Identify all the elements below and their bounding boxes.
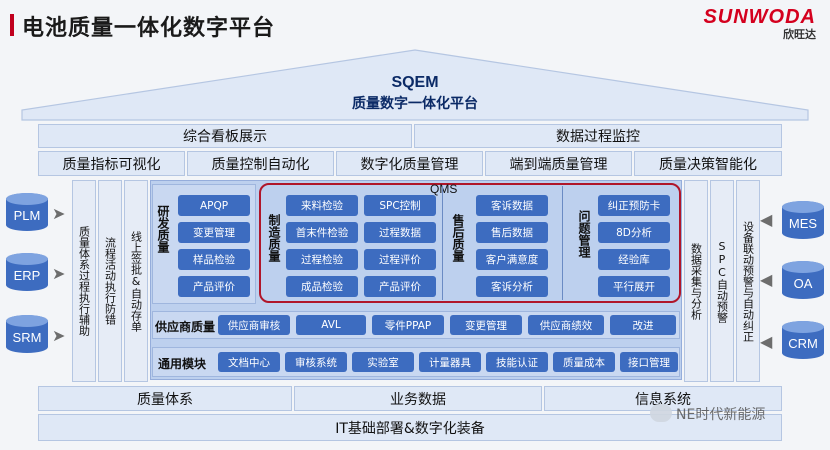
after-sales-item[interactable]: 客诉分析 bbox=[476, 276, 548, 297]
after-sales-item[interactable]: 客户满意度 bbox=[476, 249, 548, 270]
after-sales-item[interactable]: 客诉数据 bbox=[476, 195, 548, 216]
rd-item[interactable]: 样品检验 bbox=[178, 249, 250, 270]
capability-item: 质量决策智能化 bbox=[634, 151, 782, 176]
rd-item[interactable]: 变更管理 bbox=[178, 222, 250, 243]
foundation-item: 质量体系 bbox=[38, 386, 292, 411]
general-module-label: 通用模块 bbox=[158, 357, 207, 371]
manufacturing-item[interactable]: 首末件检验 bbox=[286, 222, 358, 243]
foundation-item: 业务数据 bbox=[294, 386, 542, 411]
rd-quality-label: 研发质量 bbox=[156, 205, 170, 253]
qms-frame bbox=[259, 183, 681, 303]
arrow-left-icon: ◀ bbox=[760, 332, 773, 351]
left-column-label: 线上签批&自动存单 bbox=[129, 230, 143, 332]
rd-item[interactable]: APQP bbox=[178, 195, 250, 216]
left-column: 流程活动执行防错 bbox=[98, 180, 122, 382]
database-icon bbox=[6, 253, 48, 291]
title-accent-bar bbox=[10, 14, 14, 36]
arrow-left-icon: ◀ bbox=[760, 210, 773, 229]
system-erp: ERP bbox=[13, 267, 41, 283]
top-panel-dashboard: 综合看板展示 bbox=[38, 124, 412, 148]
system-mes: MES bbox=[788, 215, 818, 231]
right-column-label: SPC自动预警 bbox=[715, 239, 729, 323]
after-sales-label: 售后质量 bbox=[451, 214, 465, 262]
brand-logo: SUNWODA 欣旺达 bbox=[703, 6, 816, 42]
capability-item: 质量控制自动化 bbox=[187, 151, 334, 176]
top-panel-monitoring: 数据过程监控 bbox=[414, 124, 782, 148]
divider bbox=[442, 186, 443, 300]
rd-item[interactable]: 产品评价 bbox=[178, 276, 250, 297]
database-icon bbox=[782, 261, 824, 299]
system-crm: CRM bbox=[788, 335, 818, 351]
supplier-item[interactable]: 供应商绩效 bbox=[528, 315, 604, 335]
arrow-right-icon: ➤ bbox=[52, 264, 66, 283]
right-column: 数据采集与分析 bbox=[684, 180, 708, 382]
database-icon bbox=[782, 201, 824, 239]
problem-item[interactable]: 平行展开 bbox=[598, 276, 670, 297]
qms-label: QMS bbox=[430, 182, 458, 196]
right-column: SPC自动预警 bbox=[710, 180, 734, 382]
arrow-right-icon: ➤ bbox=[52, 204, 66, 223]
left-column-label: 流程活动执行防错 bbox=[103, 237, 117, 325]
arrow-left-icon: ◀ bbox=[760, 270, 773, 289]
supplier-item[interactable]: 变更管理 bbox=[450, 315, 522, 335]
watermark-text: NE时代新能源 bbox=[676, 407, 766, 423]
manufacturing-item[interactable]: 过程检验 bbox=[286, 249, 358, 270]
general-item[interactable]: 接口管理 bbox=[620, 352, 678, 372]
brand-name-cn: 欣旺达 bbox=[783, 28, 816, 41]
system-oa: OA bbox=[793, 275, 813, 291]
manufacturing-item[interactable]: 成品检验 bbox=[286, 276, 358, 297]
arrow-right-icon: ➤ bbox=[52, 326, 66, 345]
right-column-label: 设备联动预警与自动纠正 bbox=[741, 220, 755, 342]
manufacturing-item[interactable]: 过程数据 bbox=[364, 222, 436, 243]
problem-item[interactable]: 经验库 bbox=[598, 249, 670, 270]
right-column-label: 数据采集与分析 bbox=[689, 242, 703, 320]
it-foundation: IT基础部署&数字化装备 bbox=[38, 414, 782, 441]
supplier-item[interactable]: 供应商审核 bbox=[218, 315, 290, 335]
problem-management-label: 问题管理 bbox=[577, 210, 591, 258]
system-srm: SRM bbox=[12, 329, 42, 345]
capability-item: 端到端质量管理 bbox=[485, 151, 632, 176]
page-title: 电池质量一体化数字平台 bbox=[22, 16, 276, 41]
supplier-quality-label: 供应商质量 bbox=[155, 320, 216, 334]
divider bbox=[562, 186, 563, 300]
manufacturing-item[interactable]: 产品评价 bbox=[364, 276, 436, 297]
database-icon bbox=[6, 193, 48, 231]
general-item[interactable]: 质量成本 bbox=[553, 352, 615, 372]
manufacturing-item[interactable]: 来料检验 bbox=[286, 195, 358, 216]
general-item[interactable]: 计量器具 bbox=[419, 352, 481, 372]
left-column: 质量体系过程执行辅助 bbox=[72, 180, 96, 382]
general-item[interactable]: 实验室 bbox=[352, 352, 414, 372]
manufacturing-label: 制造质量 bbox=[267, 214, 281, 262]
general-item[interactable]: 技能认证 bbox=[486, 352, 548, 372]
general-item[interactable]: 文档中心 bbox=[218, 352, 280, 372]
problem-item[interactable]: 纠正预防卡 bbox=[598, 195, 670, 216]
database-icon bbox=[6, 315, 48, 353]
supplier-item[interactable]: 零件PPAP bbox=[372, 315, 444, 335]
left-column: 线上签批&自动存单 bbox=[124, 180, 148, 382]
system-plm: PLM bbox=[13, 207, 41, 223]
manufacturing-item[interactable]: 过程评价 bbox=[364, 249, 436, 270]
left-column-label: 质量体系过程执行辅助 bbox=[77, 226, 91, 336]
capability-item: 数字化质量管理 bbox=[336, 151, 483, 176]
roof-shape bbox=[21, 49, 809, 121]
manufacturing-item[interactable]: SPC控制 bbox=[364, 195, 436, 216]
supplier-item[interactable]: AVL bbox=[296, 315, 366, 335]
supplier-item[interactable]: 改进 bbox=[610, 315, 676, 335]
database-icon bbox=[782, 321, 824, 359]
right-column: 设备联动预警与自动纠正 bbox=[736, 180, 760, 382]
wechat-icon bbox=[650, 404, 672, 422]
roof-subtitle: 质量数字一体化平台 bbox=[352, 96, 478, 112]
general-item[interactable]: 审核系统 bbox=[285, 352, 347, 372]
brand-name-en: SUNWODA bbox=[703, 6, 816, 28]
problem-item[interactable]: 8D分析 bbox=[598, 222, 670, 243]
after-sales-item[interactable]: 售后数据 bbox=[476, 222, 548, 243]
capability-item: 质量指标可视化 bbox=[38, 151, 185, 176]
roof-title: SQEM bbox=[391, 74, 439, 91]
